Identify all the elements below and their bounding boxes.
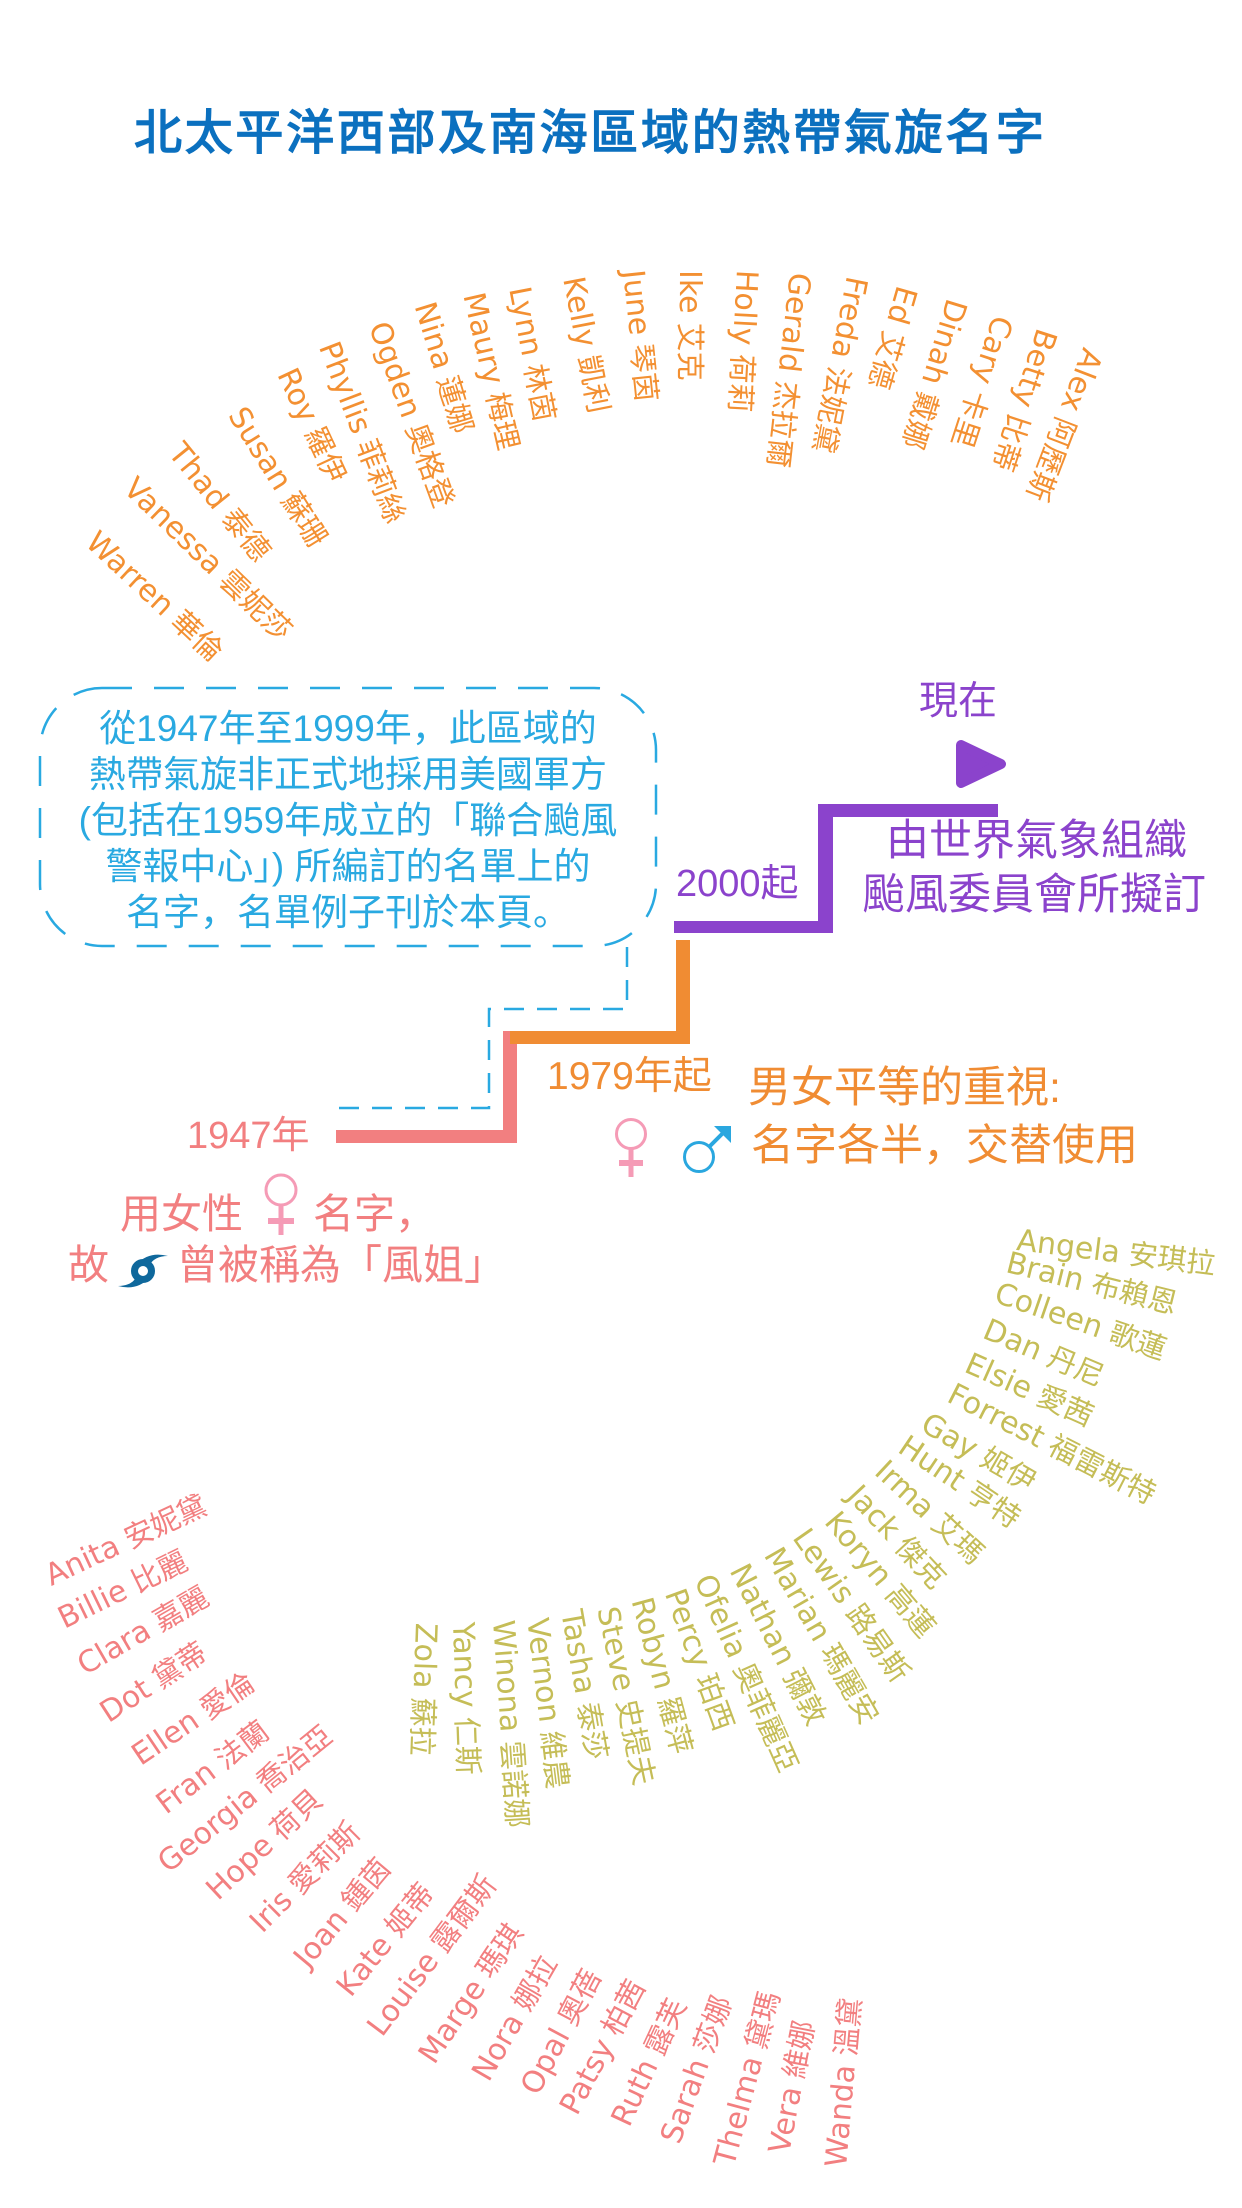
info-box-border <box>38 686 658 948</box>
info-line: 名字，名單例子刊於本頁。 <box>126 892 570 933</box>
wmo-note-line2: 颱風委員會所擬訂 <box>862 871 1206 919</box>
timeline-2000-horizontal <box>674 921 833 933</box>
info-box-text: 從1947年至1999年，此區域的 熱帶氣旋非正式地採用美國軍方 (包括在195… <box>40 706 656 936</box>
gender-equality-heading: 男女平等的重視: <box>748 1064 1061 1112</box>
year-2000-label: 2000起 <box>676 863 799 905</box>
female-names-note-part3: 故 <box>68 1242 109 1288</box>
info-line: 熱帶氣旋非正式地採用美國軍方 <box>89 754 607 795</box>
year-1979-label: 1979年起 <box>547 1055 712 1098</box>
timeline-1979-vertical <box>676 940 690 1044</box>
info-line: (包括在1959年成立的「聯合颱風 <box>78 800 618 841</box>
tropical-cyclone-icon <box>118 1254 168 1288</box>
info-line: 從1947年至1999年，此區域的 <box>99 708 597 749</box>
female-names-note-part2: 名字， <box>313 1191 436 1237</box>
timeline-1979-horizontal <box>510 1031 690 1044</box>
info-line: 警報中心」) 所編訂的名單上的 <box>105 846 591 887</box>
gender-equality-detail: 名字各半，交替使用 <box>751 1122 1138 1170</box>
page-title: 北太平洋西部及南海區域的熱帶氣旋名字 <box>134 107 1047 160</box>
female-sign-icon <box>615 1118 647 1177</box>
timeline-now-horizontal <box>818 804 998 817</box>
timeline-1947-vertical <box>503 1031 517 1143</box>
female-names-note-part4: 曾被稱為「風姐」 <box>177 1242 505 1288</box>
female-sign-icon <box>264 1173 298 1235</box>
now-label: 現在 <box>919 680 998 723</box>
timeline-2000-vertical <box>818 804 833 933</box>
year-1947-label: 1947年 <box>187 1115 310 1157</box>
wmo-note-line1: 由世界氣象組織 <box>886 817 1187 865</box>
info-box-connector <box>337 947 629 1110</box>
male-sign-icon <box>683 1126 731 1173</box>
play-triangle-icon <box>956 740 1006 788</box>
female-names-note-part1: 用女性 <box>120 1191 243 1237</box>
timeline-1947-horizontal <box>336 1130 517 1143</box>
